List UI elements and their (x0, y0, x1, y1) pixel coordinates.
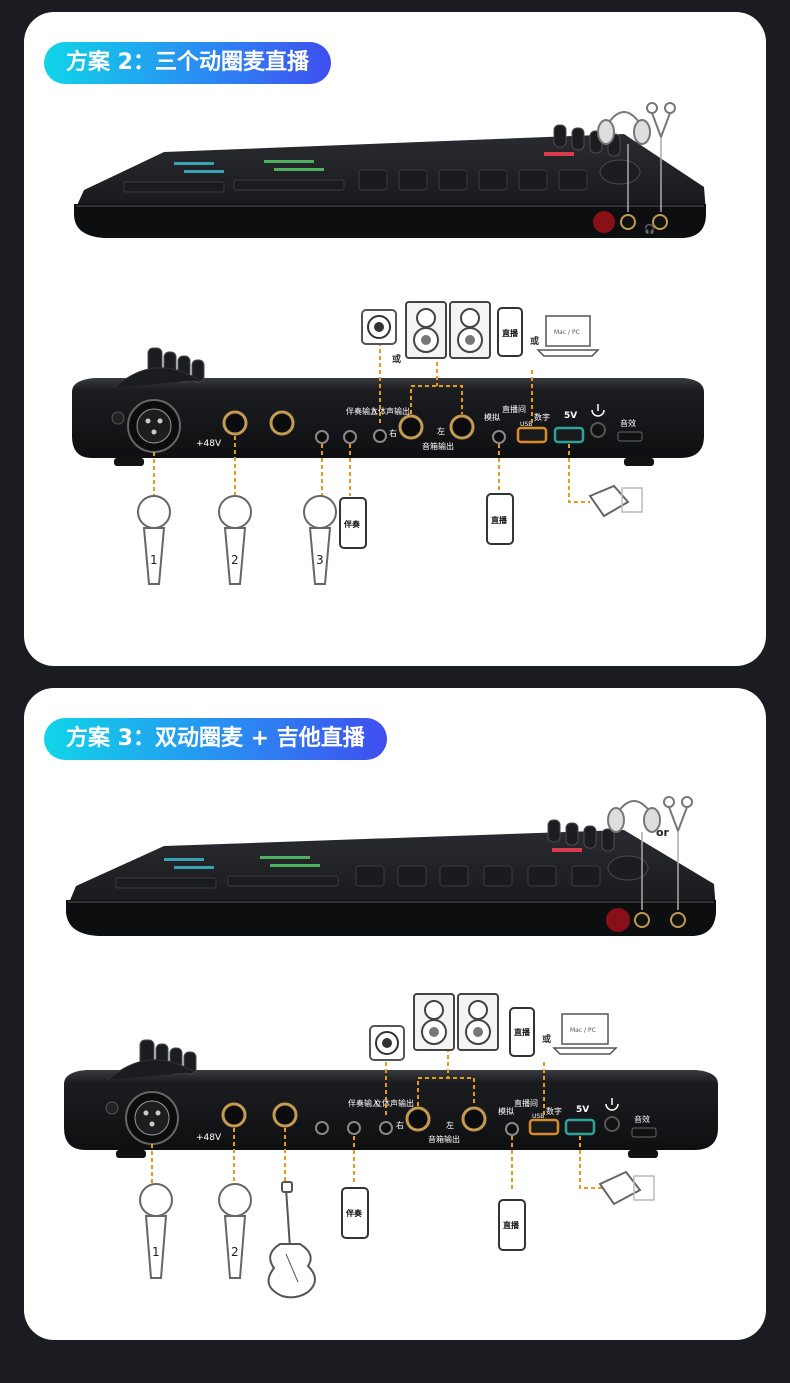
live-room-label: 直播间 (514, 1098, 538, 1108)
live-phone-label: 直播 (491, 515, 508, 525)
mic-number-2: 2 (231, 1245, 239, 1259)
mic-number-3: 3 (316, 553, 324, 567)
analog-label: 模拟 (484, 412, 500, 422)
earphones-icon (646, 102, 676, 212)
studio-monitor-icon (405, 301, 491, 359)
accomp-phone-label: 伴奏 (343, 519, 361, 529)
speaker-out-label: 音箱输出 (422, 441, 454, 451)
five-v-label: 5V (576, 1105, 589, 1115)
mac-pc-label: Mac / PC (554, 329, 580, 336)
live-phone-icon: 直播 (486, 493, 514, 545)
or-label-en: or (656, 826, 670, 839)
mic-number-2: 2 (231, 553, 239, 567)
connection-cables (153, 342, 590, 503)
live-phone-top-label: 直播 (502, 328, 519, 338)
speaker-out-label: 音箱输出 (428, 1134, 460, 1144)
scheme-card-2: 方案 3：双动圈麦 + 吉他直播 (24, 688, 766, 1340)
analog-label: 模拟 (498, 1106, 514, 1116)
scheme-card-1: 方案 2：三个动圈麦直播 (24, 12, 766, 666)
or-label-cn: 或 (542, 1033, 551, 1045)
power-plug-icon (588, 484, 643, 518)
speaker-icon (369, 1025, 405, 1061)
guitar-icon (267, 1181, 316, 1299)
right-label: 右 (389, 428, 397, 438)
accomp-in-label: 伴奏输入 (348, 1098, 380, 1108)
usb-label: USB (520, 421, 532, 428)
or-label-2: 或 (530, 335, 539, 347)
usb-label: USB (532, 1113, 544, 1120)
svg-text:🎧: 🎧 (644, 223, 655, 235)
live-phone-label: 直播 (503, 1220, 520, 1230)
laptop-icon: Mac / PC (552, 1013, 618, 1055)
accomp-in-label: 伴奏输入 (346, 406, 378, 416)
stereo-out-label: 立体声输出 (370, 406, 410, 416)
phantom-label: +48V (196, 1133, 222, 1143)
studio-monitor-icon (413, 993, 499, 1051)
connection-cables (151, 1048, 602, 1192)
five-v-label: 5V (564, 411, 577, 421)
power-button-icon (605, 1098, 619, 1111)
accomp-phone-icon: 伴奏 (341, 1187, 369, 1239)
left-label: 左 (446, 1120, 454, 1130)
digital-label: 数字 (546, 1106, 562, 1116)
accomp-phone-label: 伴奏 (345, 1208, 363, 1218)
live-phone-top-label: 直播 (514, 1027, 531, 1037)
or-label-1: 或 (392, 353, 401, 365)
scheme-diagram-1: 🎧 (72, 102, 706, 585)
mic-number-1: 1 (150, 553, 158, 567)
mixer-top-view: 🎧 (74, 124, 706, 238)
right-label: 右 (396, 1120, 404, 1130)
scheme-title-2: 方案 3：双动圈麦 + 吉他直播 (44, 718, 387, 760)
live-room-label: 直播间 (502, 404, 526, 414)
phone-icon: 直播 (509, 1007, 535, 1057)
speaker-icon (361, 309, 397, 345)
power-button-icon (591, 404, 605, 417)
effect-label: 音效 (634, 1114, 650, 1124)
scheme-diagram-2: or (64, 796, 718, 1299)
microphone-icon: 1 2 (139, 1183, 252, 1279)
laptop-icon: Mac / PC (536, 315, 600, 357)
earphones-icon (663, 796, 693, 910)
effect-label: 音效 (620, 418, 636, 428)
left-label: 左 (437, 426, 445, 436)
microphone-icon: 1 2 3 (137, 495, 337, 585)
power-plug-icon (598, 1170, 655, 1206)
scheme-title-1: 方案 2：三个动圈麦直播 (44, 42, 331, 84)
mixer-rear-view: +48V 伴奏输入 立体声输出 右 左 音箱输出 模拟 直播间 数字 USB 5… (72, 347, 704, 466)
phantom-label: +48V (196, 439, 222, 449)
mac-pc-label: Mac / PC (570, 1027, 596, 1034)
mixer-rear-view: +48V 伴奏输入 立体声输出 右 左 音箱输出 模拟 直播间 数字 USB 5… (64, 1039, 718, 1158)
stereo-out-label: 立体声输出 (374, 1098, 414, 1108)
headphones-icon (597, 111, 651, 212)
mixer-top-view (66, 819, 716, 936)
accomp-phone-icon: 伴奏 (339, 497, 367, 549)
digital-label: 数字 (534, 412, 550, 422)
phone-icon: 直播 (497, 307, 523, 357)
mic-number-1: 1 (152, 1245, 160, 1259)
live-phone-icon: 直播 (498, 1199, 526, 1251)
headphones-icon (607, 800, 661, 910)
